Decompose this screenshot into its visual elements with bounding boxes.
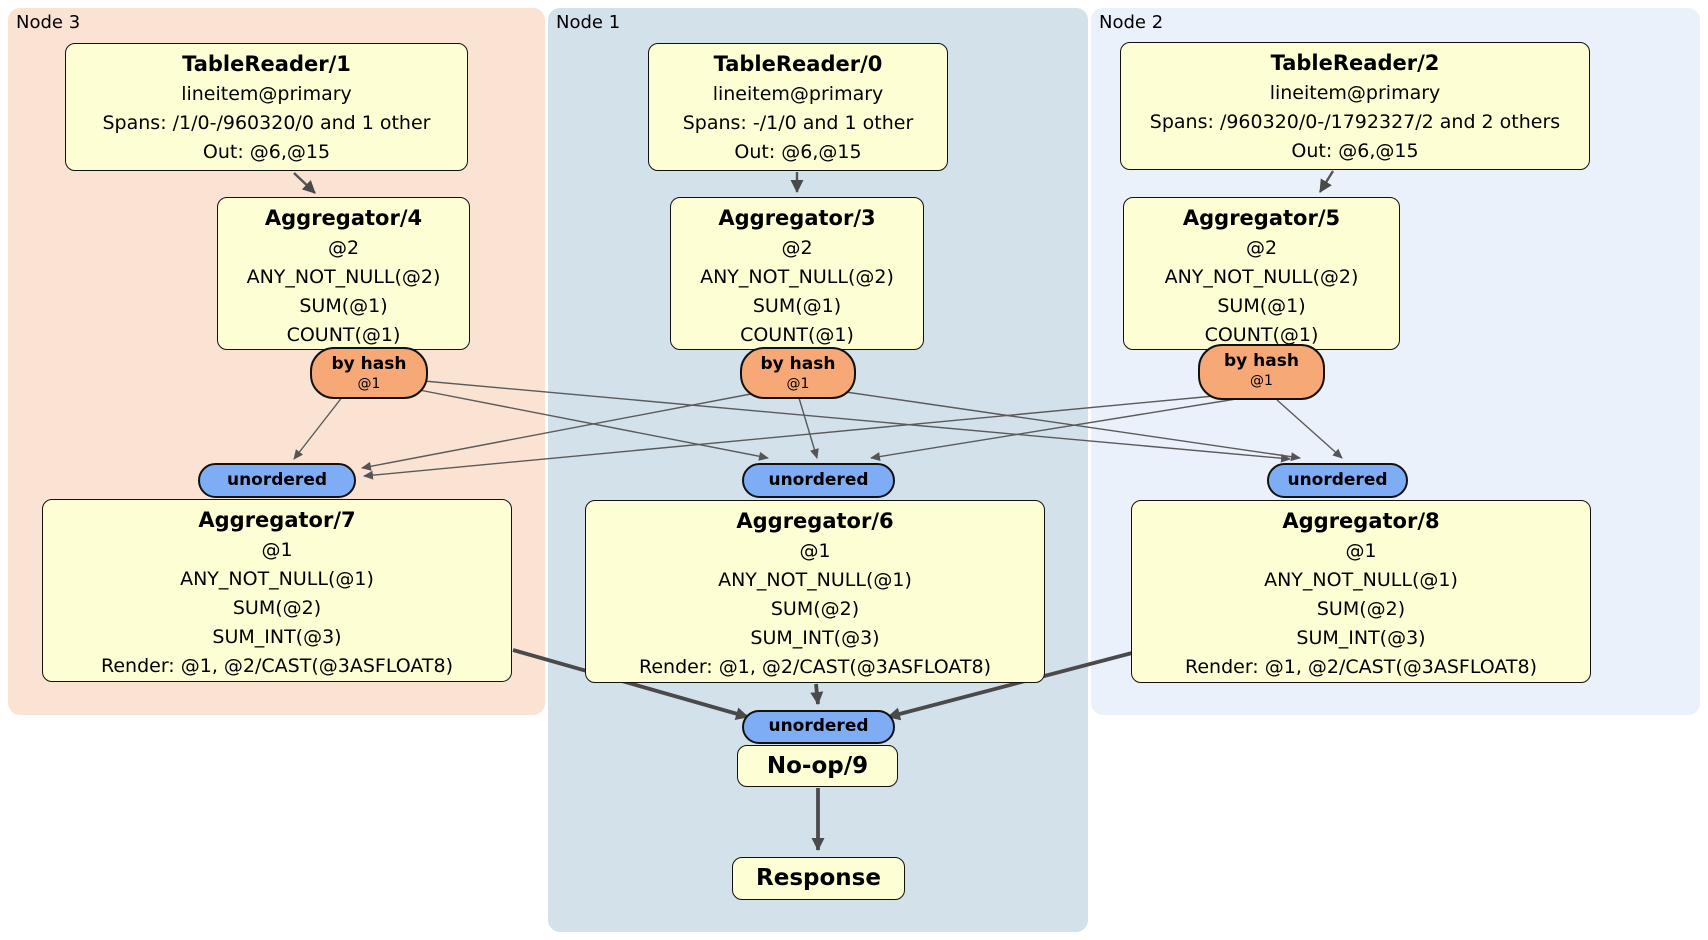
processor-detail: Render: @1, @2/CAST(@3ASFLOAT8) [1185, 656, 1537, 678]
processor-aggregator-4: Aggregator/4 @2 ANY_NOT_NULL(@2) SUM(@1)… [217, 197, 470, 350]
edge-byhash2-unordered1 [870, 398, 1237, 462]
router-label: by hash [331, 354, 407, 374]
edge-byhash1-unordered1 [798, 397, 819, 459]
router-key: @1 [786, 376, 810, 392]
processor-detail: ANY_NOT_NULL(@2) [246, 266, 441, 288]
processor-detail: SUM(@1) [752, 295, 842, 317]
edge-tr1-agg4 [293, 172, 316, 194]
processor-tablereader-1: TableReader/1 lineitem@primary Spans: /1… [65, 43, 468, 171]
processor-detail: SUM(@2) [770, 598, 860, 620]
processor-detail: lineitem@primary [181, 83, 352, 105]
processor-title: Aggregator/3 [718, 206, 876, 230]
processor-noop-9: No-op/9 [737, 745, 898, 787]
router-by-hash-node3: by hash @1 [310, 347, 428, 399]
router-key: @1 [1250, 373, 1273, 389]
processor-detail: ANY_NOT_NULL(@1) [718, 569, 912, 591]
processor-detail: @2 [781, 237, 813, 259]
processor-detail: Render: @1, @2/CAST(@3ASFLOAT8) [101, 655, 453, 677]
sync-unordered-final: unordered [742, 710, 895, 744]
processor-title: Aggregator/6 [736, 509, 894, 533]
edge-byhash3-unordered3 [293, 395, 344, 460]
processor-aggregator-3: Aggregator/3 @2 ANY_NOT_NULL(@2) SUM(@1)… [670, 197, 924, 350]
processor-detail: ANY_NOT_NULL(@1) [180, 568, 374, 590]
router-label: by hash [1224, 351, 1299, 371]
processor-aggregator-8: Aggregator/8 @1 ANY_NOT_NULL(@1) SUM(@2)… [1131, 500, 1591, 683]
processor-detail: Render: @1, @2/CAST(@3ASFLOAT8) [639, 656, 991, 678]
processor-title: Aggregator/7 [198, 508, 356, 532]
processor-detail: @1 [1345, 540, 1377, 562]
processor-tablereader-2: TableReader/2 lineitem@primary Spans: /9… [1120, 42, 1590, 170]
processor-detail: SUM_INT(@3) [212, 626, 342, 648]
edge-agg7-unordered-final [512, 648, 749, 720]
processor-detail: SUM_INT(@3) [1296, 627, 1426, 649]
processor-tablereader-0: TableReader/0 lineitem@primary Spans: -/… [648, 43, 948, 171]
edge-byhash1-unordered2 [838, 390, 1301, 462]
processor-detail: SUM(@1) [1217, 295, 1306, 317]
processor-detail: SUM_INT(@3) [750, 627, 880, 649]
processor-title: TableReader/1 [182, 52, 351, 76]
processor-detail: Spans: /960320/0-/1792327/2 and 2 others [1149, 111, 1561, 133]
sync-unordered-node1: unordered [742, 463, 895, 498]
edge-byhash1-unordered3 [361, 392, 757, 471]
processor-title: TableReader/0 [713, 52, 883, 76]
processor-detail: ANY_NOT_NULL(@2) [1164, 266, 1359, 288]
processor-detail: COUNT(@1) [286, 324, 401, 346]
region-label-node3: Node 3 [16, 12, 81, 33]
region-label-node2: Node 2 [1099, 12, 1164, 33]
processor-detail: @2 [327, 237, 360, 259]
processor-detail: Out: @6,@15 [1291, 140, 1419, 162]
processor-aggregator-7: Aggregator/7 @1 ANY_NOT_NULL(@1) SUM(@2)… [42, 499, 512, 682]
sync-unordered-node2: unordered [1267, 463, 1408, 498]
processor-title: Aggregator/5 [1182, 206, 1341, 230]
processor-detail: lineitem@primary [712, 83, 884, 105]
processor-detail: @1 [799, 540, 831, 562]
processor-detail: Spans: /1/0-/960320/0 and 1 other [102, 112, 431, 134]
edge-byhash3-unordered1 [408, 387, 769, 461]
region-label-node1: Node 1 [556, 12, 621, 33]
edge-tr2-agg5 [1318, 170, 1335, 193]
router-by-hash-node2: by hash @1 [1198, 344, 1325, 400]
processor-detail: lineitem@primary [1269, 82, 1441, 104]
router-by-hash-node1: by hash @1 [740, 347, 856, 399]
processor-title: Response [756, 865, 881, 891]
router-label: by hash [760, 354, 836, 374]
processor-response: Response [732, 857, 905, 900]
processor-detail: ANY_NOT_NULL(@2) [700, 266, 894, 288]
edge-byhash3-unordered2 [423, 380, 1291, 463]
processor-detail: SUM(@2) [1316, 598, 1406, 620]
edge-byhash2-unordered2 [1276, 399, 1343, 459]
processor-detail: @1 [261, 539, 293, 561]
processor-title: Aggregator/8 [1282, 509, 1440, 533]
processor-title: Aggregator/4 [264, 206, 423, 230]
processor-detail: SUM(@2) [232, 597, 322, 619]
processor-title: TableReader/2 [1270, 51, 1440, 75]
processor-detail: Out: @6,@15 [202, 141, 331, 163]
processor-detail: Out: @6,@15 [734, 141, 862, 163]
processor-detail: COUNT(@1) [1204, 324, 1319, 346]
processor-title: No-op/9 [766, 753, 869, 779]
router-key: @1 [357, 376, 381, 392]
edge-agg6-unordered-final [810, 683, 824, 705]
processor-aggregator-5: Aggregator/5 @2 ANY_NOT_NULL(@2) SUM(@1)… [1123, 197, 1400, 350]
processor-detail: SUM(@1) [299, 295, 388, 317]
processor-detail: ANY_NOT_NULL(@1) [1264, 569, 1458, 591]
processor-detail: COUNT(@1) [740, 324, 854, 346]
processor-detail: Spans: -/1/0 and 1 other [682, 112, 914, 134]
processor-aggregator-6: Aggregator/6 @1 ANY_NOT_NULL(@1) SUM(@2)… [585, 500, 1045, 683]
edge-byhash2-unordered3 [363, 395, 1215, 480]
processor-detail: @2 [1245, 237, 1278, 259]
sync-unordered-node3: unordered [198, 463, 356, 498]
edge-agg8-unordered-final [887, 651, 1133, 721]
